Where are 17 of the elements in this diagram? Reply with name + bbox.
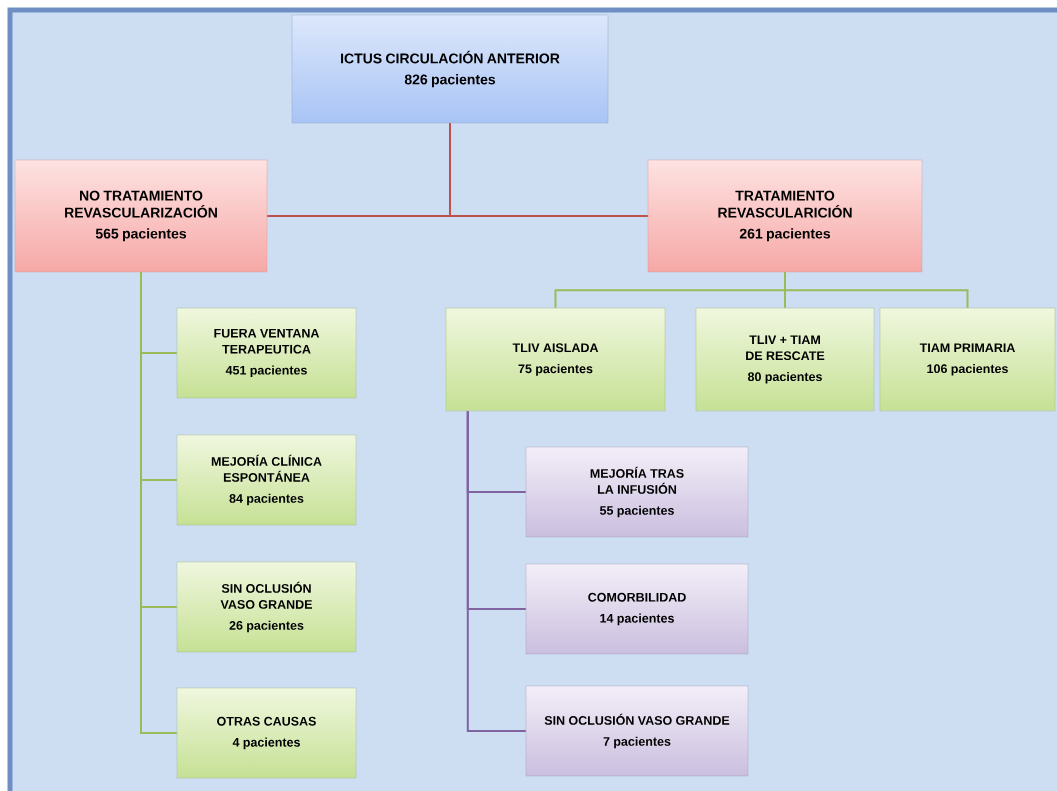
- process-box: COMORBILIDAD 14 pacientes: [525, 563, 749, 655]
- connector-line: [466, 410, 527, 732]
- process-box: ICTUS CIRCULACIÓN ANTERIOR 826 pacientes: [291, 14, 609, 124]
- process-box: MEJORÍA TRAS LA INFUSIÓN 55 pacientes: [525, 446, 749, 538]
- process-box: SIN OCLUSIÓN VASO GRANDE 26 pacientes: [176, 561, 357, 653]
- process-box: NO TRATAMIENTO REVASCULARIZACIÓN 565 pacientes: [14, 159, 268, 273]
- process-box: OTRAS CAUSAS 4 pacientes: [176, 687, 357, 779]
- process-box: MEJORÍA CLÍNICA ESPONTÁNEA 84 pacientes: [176, 434, 357, 526]
- connector-line: [449, 122, 649, 217]
- process-box: TIAM PRIMARIA 106 pacientes: [879, 307, 1056, 412]
- process-box: TLIV + TIAM DE RESCATE 80 pacientes: [695, 307, 875, 412]
- connector-line: [784, 271, 969, 309]
- process-box: TLIV AISLADA 75 pacientes: [445, 307, 666, 412]
- process-box: TRATAMIENTO REVASCULARICIÓN 261 pacientes: [647, 159, 923, 273]
- process-box: FUERA VENTANA TERAPEUTICA 451 pacientes: [176, 307, 357, 399]
- process-box: SIN OCLUSIÓN VASO GRANDE 7 pacientes: [525, 685, 749, 777]
- connector-line: [140, 271, 178, 734]
